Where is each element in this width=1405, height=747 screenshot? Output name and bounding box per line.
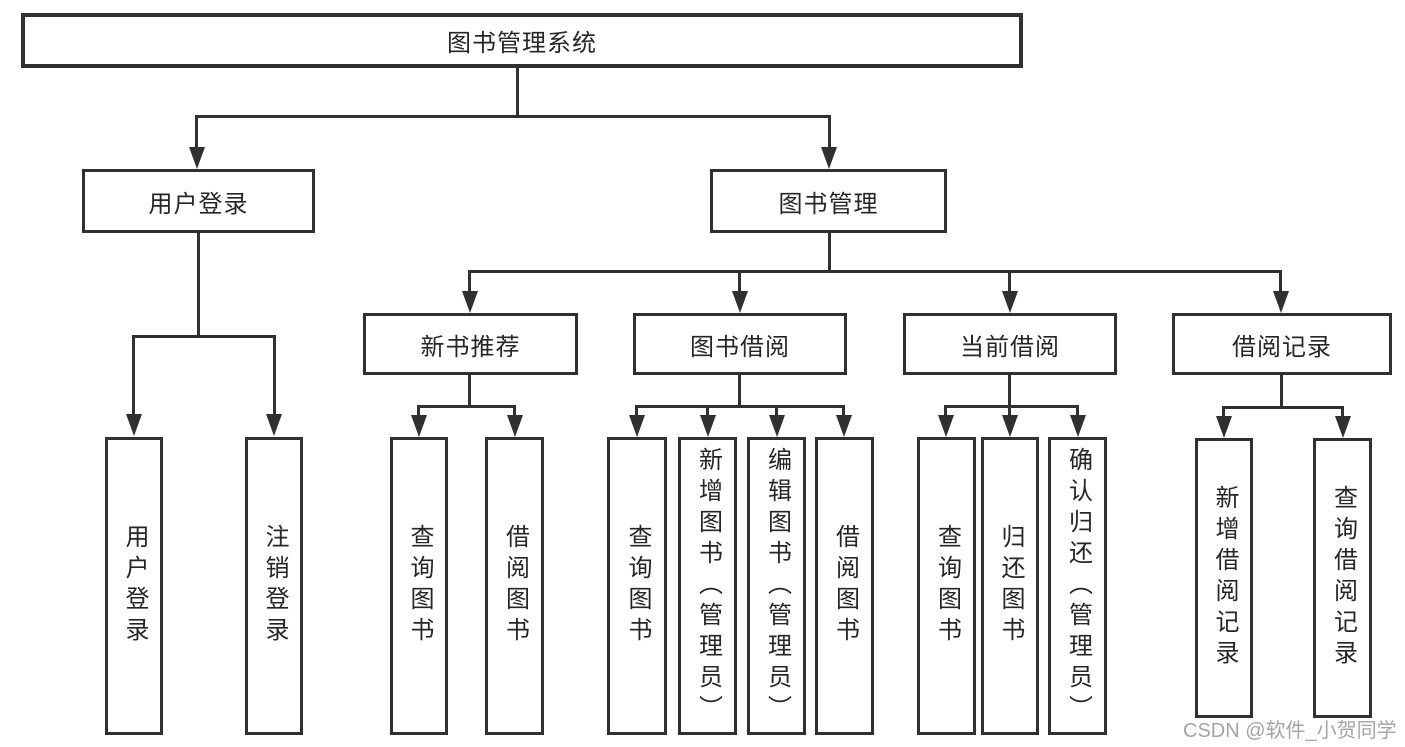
edge-bookborrow-rail [635, 405, 845, 408]
leaf-logout: 注销登录 [245, 437, 303, 735]
arrowhead [1216, 416, 1232, 438]
leaf-cb-return-label: 归还图书 [997, 524, 1024, 648]
edge-bookmgmt-drop-3 [1008, 270, 1011, 294]
edge-curborrow-rail [944, 405, 1078, 408]
edge-bookmgmt-rail [468, 270, 1282, 273]
node-book-borrow: 图书借阅 [633, 313, 847, 375]
edge-curborrow-drop-3 [1076, 405, 1079, 417]
arrowhead [189, 147, 205, 169]
edge-bookborrow-drop-1 [635, 405, 638, 417]
edge-records-drop-1 [1222, 406, 1225, 418]
edge-newrec-stem [468, 375, 471, 408]
edge-root-drop-right [828, 115, 831, 152]
arrowhead [769, 415, 785, 437]
arrowhead [821, 147, 837, 169]
edge-curborrow-stem [1008, 375, 1011, 408]
leaf-br-add: 新增借阅记录 [1195, 438, 1253, 718]
arrowhead [1002, 291, 1018, 313]
leaf-rec-borrow-label: 借阅图书 [501, 524, 529, 648]
leaf-rec-query: 查询图书 [390, 437, 448, 735]
edge-userlogin-stem [197, 233, 200, 338]
arrowhead [629, 415, 645, 437]
leaf-user-login-label: 用户登录 [121, 524, 148, 648]
edge-records-rail [1222, 406, 1342, 409]
leaf-br-query-label: 查询借阅记录 [1329, 485, 1357, 671]
node-borrow-records-label: 借阅记录 [1232, 333, 1332, 361]
edge-bookmgmt-stem [828, 233, 831, 273]
leaf-rec-query-label: 查询图书 [406, 524, 433, 648]
leaf-cb-return: 归还图书 [981, 437, 1039, 735]
leaf-br-query: 查询借阅记录 [1313, 438, 1372, 718]
leaf-bb-add: 新增图书（管理员） [678, 437, 737, 735]
node-new-book-rec-label: 新书推荐 [420, 333, 521, 361]
edge-bookmgmt-drop-2 [738, 270, 741, 294]
leaf-bb-query: 查询图书 [607, 437, 667, 735]
node-new-book-rec: 新书推荐 [363, 313, 578, 375]
leaf-bb-borrow-label: 借阅图书 [831, 524, 859, 648]
edge-root-stem [516, 68, 519, 117]
arrowhead [732, 291, 748, 313]
edge-bookmgmt-drop-4 [1279, 270, 1282, 294]
arrowhead [836, 415, 852, 437]
arrowhead [462, 291, 478, 313]
arrowhead [938, 415, 954, 437]
edge-bookborrow-stem [738, 375, 741, 408]
edge-bookborrow-drop-3 [775, 405, 778, 417]
leaf-bb-borrow: 借阅图书 [815, 437, 874, 735]
edge-newrec-rail [417, 405, 516, 408]
leaf-user-login: 用户登录 [105, 437, 163, 735]
edge-bookmgmt-drop-1 [468, 270, 471, 294]
edge-records-stem [1280, 375, 1283, 409]
leaf-bb-add-label: 新增图书（管理员） [694, 446, 722, 726]
arrowhead [1273, 291, 1289, 313]
arrowhead [411, 415, 427, 437]
leaf-bb-edit: 编辑图书（管理员） [747, 437, 806, 735]
leaf-br-add-label: 新增借阅记录 [1211, 485, 1238, 671]
node-user-login: 用户登录 [82, 169, 315, 233]
node-borrow-records: 借阅记录 [1172, 313, 1392, 375]
node-user-login-label: 用户登录 [148, 190, 249, 218]
arrowhead [507, 415, 523, 437]
arrowhead [700, 415, 716, 437]
node-root-label: 图书管理系统 [447, 30, 597, 57]
leaf-cb-query: 查询图书 [917, 437, 976, 735]
leaf-bb-query-label: 查询图书 [624, 524, 651, 648]
leaf-cb-query-label: 查询图书 [933, 524, 961, 648]
edge-curborrow-drop-1 [944, 405, 947, 417]
leaf-cb-confirm-label: 确认归还（管理员） [1064, 446, 1092, 726]
edge-root-rail [195, 115, 831, 118]
node-current-borrow-label: 当前借阅 [960, 333, 1060, 361]
arrowhead [266, 414, 282, 436]
edge-bookborrow-drop-4 [842, 405, 845, 417]
csdn-watermark: CSDN @软件_小贺同学 [1183, 720, 1397, 742]
arrowhead [1070, 415, 1086, 437]
arrowhead [126, 414, 142, 436]
arrowhead [1335, 416, 1351, 438]
leaf-bb-edit-label: 编辑图书（管理员） [763, 446, 791, 726]
node-book-mgmt-label: 图书管理 [778, 190, 879, 218]
arrowhead [1002, 415, 1018, 437]
edge-newrec-drop-1 [417, 405, 420, 417]
edge-userlogin-rail [132, 335, 276, 338]
node-book-mgmt: 图书管理 [710, 169, 947, 233]
leaf-rec-borrow: 借阅图书 [485, 437, 544, 735]
edge-userlogin-drop-2 [273, 335, 276, 416]
edge-records-drop-2 [1341, 406, 1344, 418]
node-current-borrow: 当前借阅 [903, 313, 1117, 375]
edge-bookborrow-drop-2 [706, 405, 709, 417]
node-book-borrow-label: 图书借阅 [690, 333, 790, 361]
edge-userlogin-drop-1 [132, 335, 135, 416]
edge-root-drop-left [195, 115, 198, 152]
leaf-cb-confirm: 确认归还（管理员） [1048, 437, 1107, 735]
leaf-logout-label: 注销登录 [261, 524, 288, 648]
edge-newrec-drop-2 [513, 405, 516, 417]
edge-curborrow-drop-2 [1008, 405, 1011, 417]
node-root: 图书管理系统 [21, 13, 1023, 68]
